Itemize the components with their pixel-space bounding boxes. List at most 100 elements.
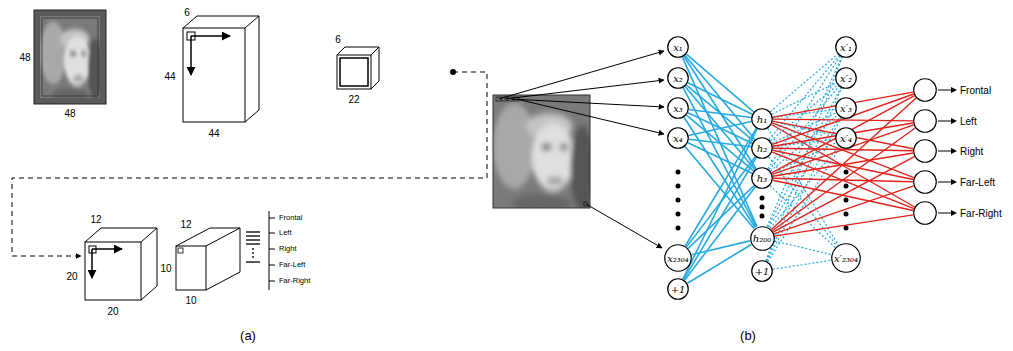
neuron-circle-shape	[836, 128, 857, 149]
output-tick	[269, 233, 275, 234]
neuron-circle: x′₂	[835, 67, 857, 89]
class-label: Far-Right	[960, 208, 1002, 219]
decoder-weight	[773, 260, 831, 269]
classifier-weight	[773, 157, 914, 232]
neuron-circle: x′₃	[835, 97, 857, 119]
ellipsis-dot	[252, 256, 254, 258]
decoder-weight	[770, 54, 837, 112]
neuron-circle-shape	[750, 226, 774, 250]
column-ellipsis	[676, 170, 849, 231]
neuron-outline	[913, 201, 937, 225]
neuron-circle-shape	[752, 138, 773, 159]
panel-caption: (b)	[740, 329, 756, 343]
neuron-circle: +1	[667, 278, 689, 300]
neuron-circle: x₂	[667, 67, 689, 89]
dimension-label: 12	[90, 214, 101, 225]
encoder-weight	[682, 57, 757, 226]
neuron-circle-shape	[668, 279, 689, 300]
neuron-label: x′₄	[840, 133, 852, 144]
dimension-label: 12	[180, 219, 191, 230]
face-image	[40, 16, 102, 101]
encoder-weight	[684, 157, 757, 279]
dimension-label: 48	[19, 52, 30, 63]
neuron-circle-shape	[668, 68, 689, 89]
image-border	[493, 95, 590, 208]
pooling-map-front	[176, 246, 206, 290]
neuron-circle: x′₄	[835, 127, 857, 149]
neuron-outline	[913, 109, 937, 133]
pooling-map-depth	[337, 47, 379, 89]
encoder-weight	[685, 187, 756, 280]
neuron-label: h₂₀₀	[753, 233, 771, 244]
neuron-circle: h₁	[751, 108, 773, 130]
neuron-label: x′₁	[840, 42, 852, 53]
feature-line	[246, 239, 260, 240]
neuron-circle-shape	[752, 109, 773, 130]
panel-caption: (a)	[240, 329, 256, 343]
ellipsis-dot	[844, 198, 849, 203]
output-arrow	[938, 182, 952, 183]
output-arrow	[938, 90, 952, 91]
class-label: Frontal	[279, 214, 302, 222]
ellipsis-dot	[760, 214, 765, 219]
class-label: Far-Right	[279, 277, 310, 285]
output-tick	[269, 265, 275, 266]
neuron-circle-shape	[914, 79, 937, 102]
class-label: Left	[279, 229, 292, 237]
neuron-label: h₃	[757, 173, 767, 184]
neuron-circle-shape	[914, 140, 937, 163]
neuron-circle-shape	[914, 110, 937, 133]
neuron-label: x₄	[673, 133, 683, 144]
output-axis	[269, 211, 270, 290]
class-label: Far-Left	[960, 177, 995, 188]
output-tick	[269, 218, 275, 219]
ellipsis-dot	[760, 196, 765, 201]
classifier-weight	[772, 96, 915, 173]
output-neuron: Far-Right	[913, 201, 937, 225]
encoder-weight	[685, 146, 754, 228]
neuron-circle-shape	[836, 98, 857, 119]
dimension-label: 10	[185, 295, 196, 306]
classifier-weight	[773, 123, 913, 146]
encoder-weight	[685, 128, 756, 246]
face-image	[493, 95, 594, 213]
neuron-circle-shape	[836, 37, 857, 58]
neuron-circle-shape	[836, 68, 857, 89]
arrow-head	[951, 118, 957, 124]
pixel-arrows	[499, 51, 665, 248]
pooling-window	[178, 248, 183, 253]
pooling-window	[340, 58, 368, 86]
pixel-marks	[496, 97, 588, 206]
pixel-arrow	[499, 51, 665, 99]
arrow-head	[951, 210, 957, 216]
neuron-label: +1	[755, 266, 770, 277]
kernel-arrow	[91, 249, 93, 278]
feature-line	[246, 243, 260, 244]
feature-line	[246, 231, 260, 232]
classifier-weight	[772, 123, 914, 178]
ellipsis-dot	[760, 205, 765, 210]
output-neuron: Left	[913, 109, 937, 133]
dimension-label: 44	[164, 71, 175, 82]
kernel-arrow	[191, 35, 230, 37]
encoder-weight	[686, 54, 753, 112]
ellipsis-dot	[676, 198, 681, 203]
output-arrow	[938, 151, 952, 152]
pooling-map-front	[337, 55, 371, 89]
encoder-weight	[687, 244, 751, 283]
output-arrow	[938, 213, 952, 214]
neuron-label: x₂₃₀₄	[667, 253, 689, 264]
image-frame	[34, 10, 106, 104]
output-bar	[269, 211, 275, 290]
neuron-circle: h₂	[751, 137, 773, 159]
dimension-label: 6	[335, 34, 341, 45]
dimension-label: 22	[348, 94, 359, 105]
ellipsis-dot	[844, 212, 849, 217]
ellipsis-dot	[252, 248, 254, 250]
decoder-weight	[774, 241, 831, 255]
kernel-arrow	[92, 248, 122, 250]
neuron-circle: h₂₀₀	[750, 226, 775, 251]
neuron-circle-shape	[752, 168, 773, 189]
neuron-label: x₁	[673, 42, 683, 53]
feature-map-front	[183, 28, 245, 122]
